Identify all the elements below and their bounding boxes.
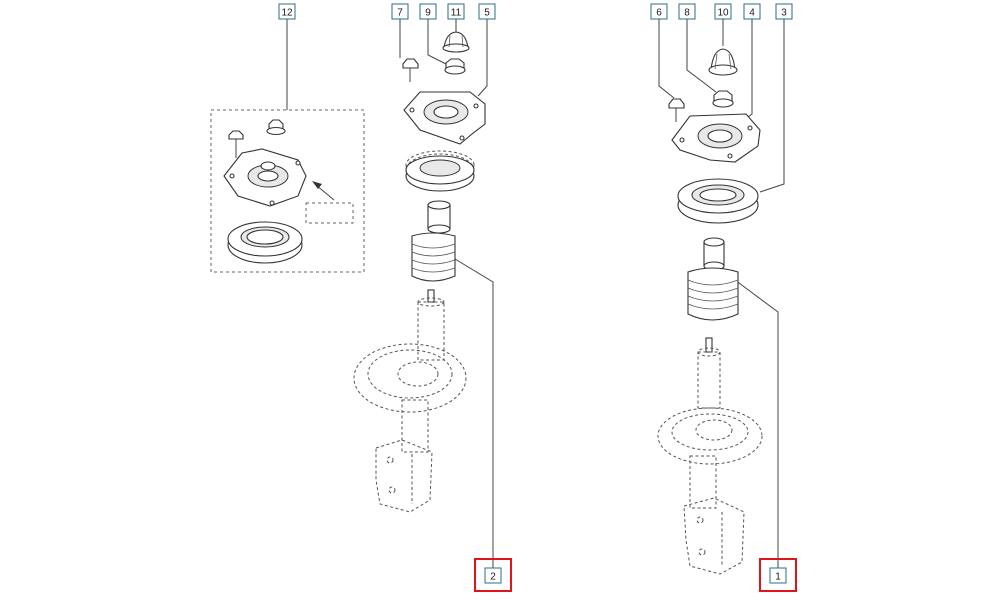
callout-4[interactable]: 4 (743, 3, 761, 20)
callout-3-text: 3 (781, 8, 787, 19)
highlight-box-1 (759, 558, 797, 592)
callout-12-text: 12 (281, 8, 293, 19)
strut-assembly-right (657, 48, 763, 575)
callout-10[interactable]: 10 (714, 3, 732, 20)
callout-8-text: 8 (684, 8, 690, 19)
callout-7-text: 7 (397, 8, 403, 19)
callout-12[interactable]: 12 (278, 3, 296, 20)
callout-11[interactable]: 11 (447, 3, 465, 20)
callout-11-text: 11 (451, 8, 462, 19)
callout-3[interactable]: 3 (775, 3, 793, 20)
callout-1[interactable]: 1 (759, 558, 797, 592)
callout-1-text: 1 (775, 572, 781, 583)
callout-2[interactable]: 2 (474, 558, 512, 592)
callout-6[interactable]: 6 (650, 3, 668, 20)
strut-assembly-left (353, 31, 486, 513)
callout-9[interactable]: 9 (419, 3, 437, 20)
callout-4-text: 4 (749, 8, 755, 19)
inset-assembly-12 (210, 109, 365, 273)
callout-5-text: 5 (484, 8, 490, 19)
leader-lines (286, 19, 785, 568)
callout-10-text: 10 (717, 8, 729, 19)
callout-2-text: 2 (490, 572, 496, 583)
callout-5[interactable]: 5 (478, 3, 496, 20)
highlight-box-2 (474, 558, 512, 592)
callout-7[interactable]: 7 (391, 3, 409, 20)
callout-6-text: 6 (656, 8, 662, 19)
callout-9-text: 9 (425, 8, 431, 19)
callout-8[interactable]: 8 (678, 3, 696, 20)
